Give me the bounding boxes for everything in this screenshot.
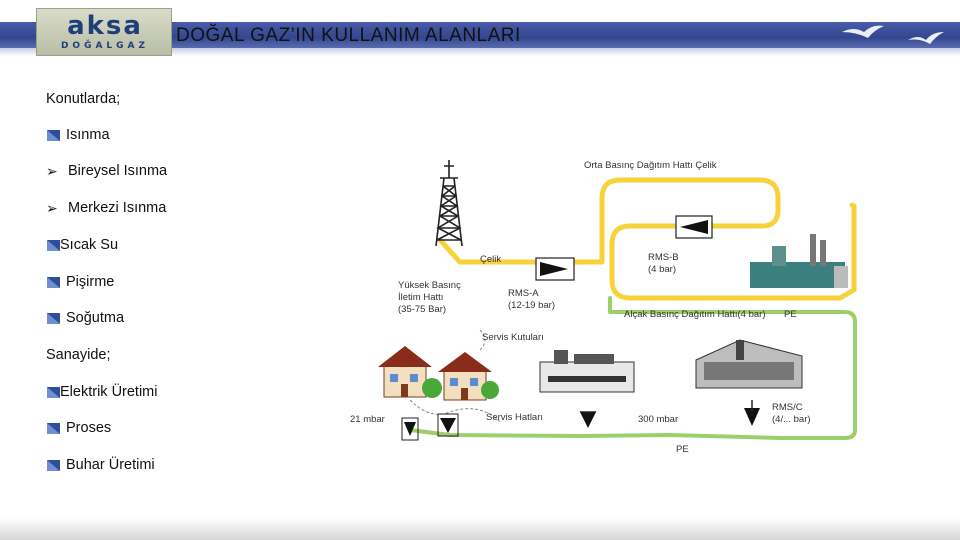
label-celik: Çelik [480,254,501,265]
header-shadow [0,48,960,56]
aksa-logo: aksa DOĞALGAZ [36,8,172,56]
square-bullet-icon [47,240,60,251]
square-bullet-icon [47,460,60,471]
item-isinma: Isınma [66,127,110,143]
rms-a-regulator-icon [535,257,575,281]
label-pe-top: PE [784,309,797,320]
label-rms-c-2: (4/... bar) [772,414,811,425]
item-elektrik: Elektrik Üretimi [60,384,158,400]
label-orta-basinc: Orta Basınç Dağıtım Hattı Çelik [584,160,717,171]
square-bullet-icon [47,130,60,141]
square-bullet-icon [47,277,60,288]
steel-pipeline [437,177,857,301]
sanayi-heading: Sanayide; [46,347,111,363]
service-lines [409,329,501,423]
industrial-building-icon [695,339,803,389]
logo-text: aksa [67,11,143,41]
arrow-bullet-icon: ➢ [46,200,58,216]
konut-heading: Konutlarda; [46,91,121,107]
label-rms-b-2: (4 bar) [648,264,676,275]
label-servis-hatlari: Servis Hatları [486,412,543,423]
square-bullet-icon [47,387,60,398]
label-300-mbar: 300 mbar [638,414,678,425]
house-icon [438,352,499,401]
drilling-tower-icon [435,160,463,247]
item-buhar: Buhar Üretimi [66,457,155,473]
power-plant-icon [750,234,848,288]
item-sogutma: Soğutma [66,310,125,326]
item-bireysel: Bireysel Isınma [68,163,168,179]
item-merkezi: Merkezi Isınma [68,200,167,216]
label-rms-b-1: RMS-B [648,252,679,263]
gas-distribution-diagram: Orta Basınç Dağıtım Hattı Çelik Çelik Yü… [350,160,857,455]
label-yuksek-3: (35-75 Bar) [398,304,446,315]
page-title: DOĞAL GAZ’IN KULLANIM ALANLARI [176,25,521,46]
item-proses: Proses [66,420,112,436]
item-pisirme: Pişirme [66,274,115,290]
label-rms-a-1: RMS-A [508,288,539,299]
arrow-bullet-icon: ➢ [46,163,58,179]
label-alcak-basinc: Alçak Basınç Dağıtım Hattı(4 bar) [624,309,766,320]
seagulls-icon [842,7,944,44]
label-rms-a-2: (12-19 bar) [508,300,555,311]
rms-b-regulator-icon [675,215,713,239]
factory-icon [539,350,635,393]
pressure-regulator-icon [744,400,760,426]
label-pe-bottom: PE [676,444,689,455]
label-rms-c-1: RMS/C [772,402,803,413]
item-sicak-su: Sıcak Su [60,237,119,253]
logo-subtext: DOĞALGAZ [60,41,150,51]
square-bullet-icon [47,423,60,434]
pe-pipeline [408,296,857,440]
label-yuksek-2: İletim Hattı [398,292,443,303]
square-bullet-icon [47,313,60,324]
label-21-mbar: 21 mbar [350,414,385,425]
label-servis-kutulari: Servis Kutuları [482,332,544,343]
pressure-regulator-icon [580,411,596,428]
pressure-regulator-icon [401,417,419,441]
footer-shade [0,518,960,540]
pressure-regulator-icon [437,413,459,437]
label-yuksek-1: Yüksek Basınç [398,280,461,291]
house-icon [378,346,442,398]
